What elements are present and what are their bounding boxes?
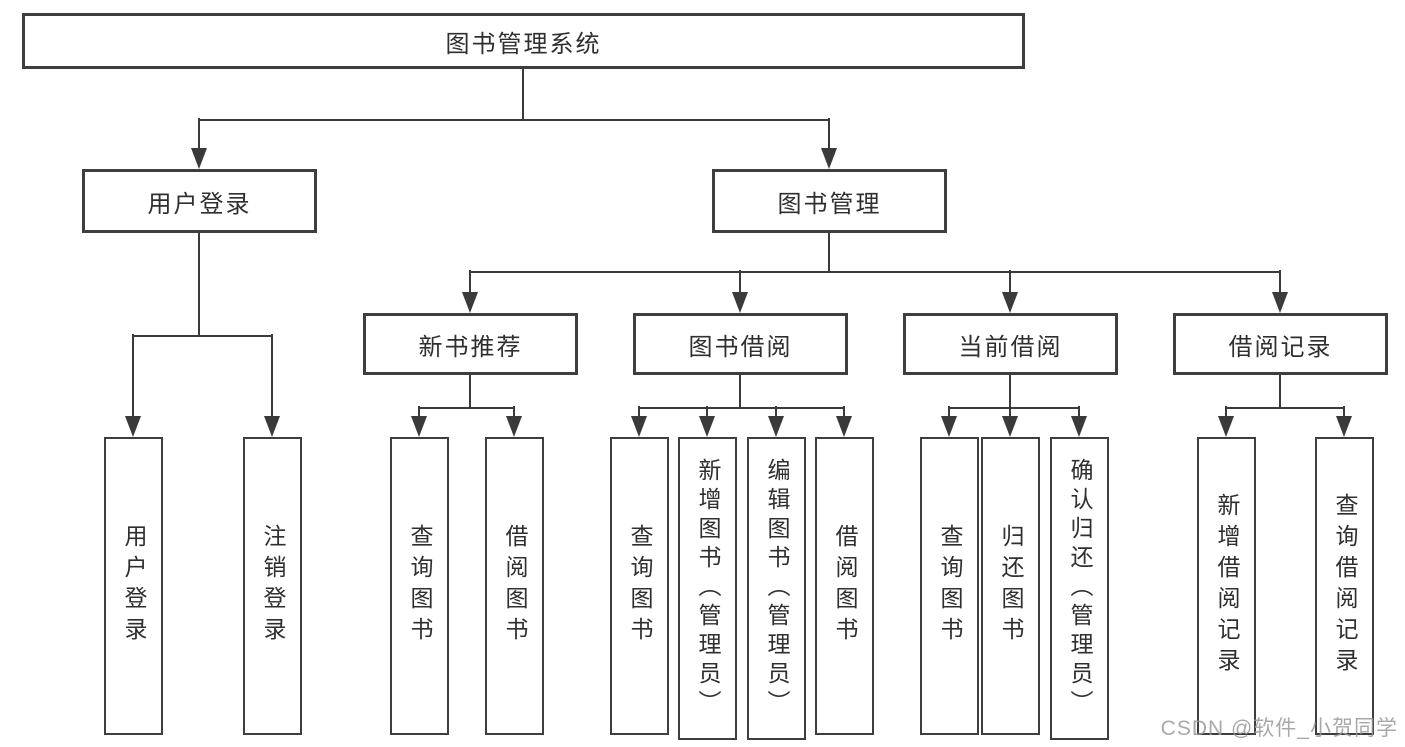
connector-newbookrec-to-leaves [418,374,515,420]
arrowhead [506,416,522,437]
connector-root-to-level2 [198,68,830,152]
arrowhead [462,292,478,313]
leaf-logout: 注销登录 [243,437,302,735]
leaf-confirm-return-admin: 确认归还（管理员） [1050,437,1109,740]
arrowhead [1336,416,1352,437]
leaf-borrow-book-recommend: 借阅图书 [485,437,544,735]
connector-borrowrecord-to-leaves [1225,374,1345,420]
arrowhead [1272,292,1288,313]
arrowhead [125,416,141,437]
leaf-edit-book-admin: 编辑图书（管理员） [747,437,806,740]
arrowhead [631,416,647,437]
connector-userlogin-to-leaves [132,232,273,420]
connector-bookborrow-to-leaves [638,374,845,420]
node-book-management: 图书管理 [712,169,947,233]
arrowhead [1071,416,1087,437]
arrowhead [941,416,957,437]
node-book-borrowing: 图书借阅 [633,313,848,375]
connector-bookmgmt-to-level3 [469,232,1281,296]
arrowhead [768,416,784,437]
arrowhead [191,148,207,169]
arrowhead [1218,416,1234,437]
arrowhead [1002,416,1018,437]
connector-currentborrow-to-leaves [948,374,1080,420]
arrowhead [699,416,715,437]
leaf-return-book: 归还图书 [981,437,1040,735]
node-user-login: 用户登录 [82,169,317,233]
leaf-query-borrow-record: 查询借阅记录 [1315,437,1374,735]
leaf-query-book-recommend: 查询图书 [390,437,449,735]
node-borrowing-records: 借阅记录 [1173,313,1388,375]
arrowhead [732,292,748,313]
arrowhead [264,416,280,437]
leaf-query-book-borrowing: 查询图书 [610,437,669,735]
arrowhead [1002,292,1018,313]
leaf-query-book-current: 查询图书 [920,437,979,735]
leaf-user-login: 用户登录 [104,437,163,735]
node-current-borrowing: 当前借阅 [903,313,1118,375]
arrowhead [411,416,427,437]
leaf-add-borrow-record: 新增借阅记录 [1197,437,1256,735]
arrowhead [836,416,852,437]
node-root: 图书管理系统 [22,13,1025,69]
node-new-book-recommend: 新书推荐 [363,313,578,375]
leaf-borrow-book: 借阅图书 [815,437,874,735]
leaf-add-book-admin: 新增图书（管理员） [678,437,737,740]
arrowhead [821,148,837,169]
